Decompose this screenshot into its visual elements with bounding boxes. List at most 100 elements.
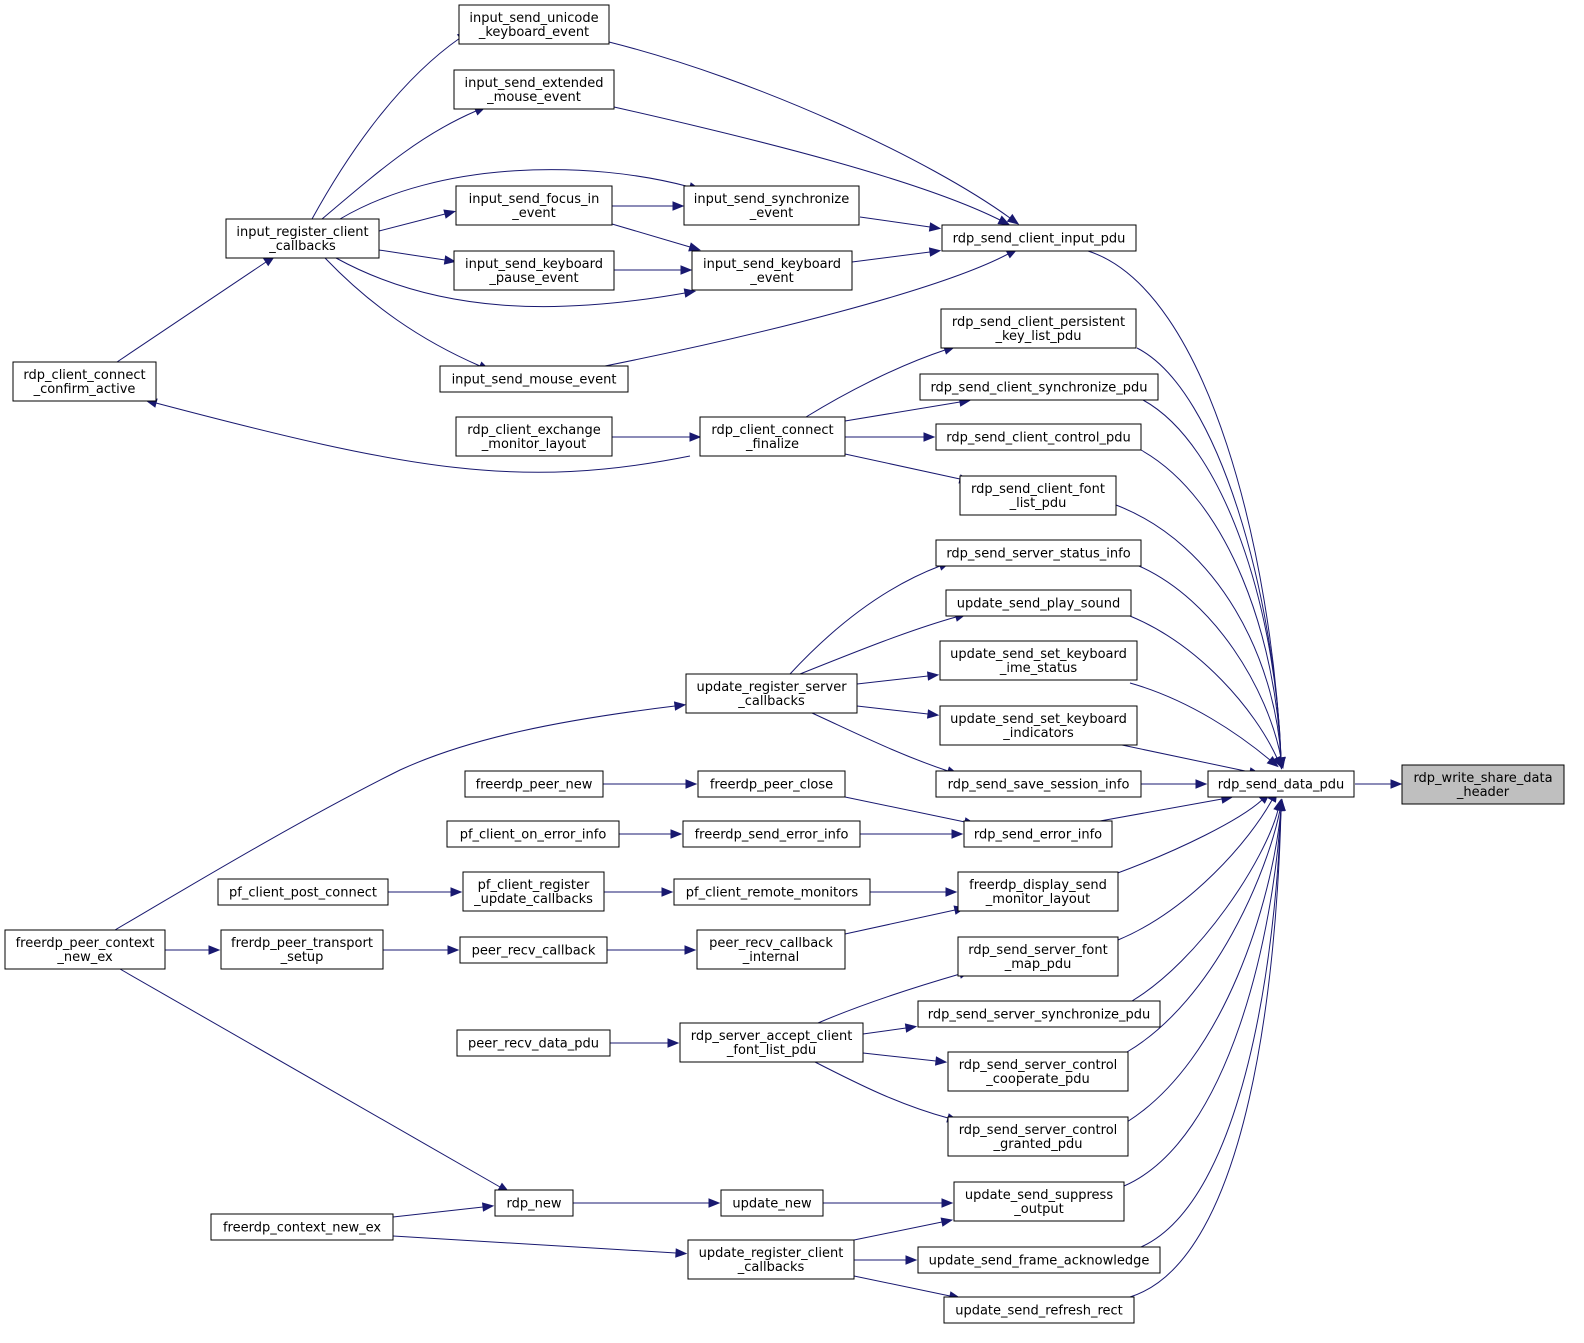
edge-connect_finalize-to-client_font_list (844, 453, 972, 484)
node-peer-recv-cb[interactable]: peer_recv_callback (459, 936, 608, 964)
edge-suppress_output-to-send_data_pdu (1123, 798, 1286, 1187)
node-ctx-new-ex[interactable]: freerdp_context_new_ex (210, 1213, 394, 1241)
node-suppress-output[interactable]: update_send_suppress_output (953, 1181, 1125, 1222)
node-peer-new[interactable]: freerdp_peer_new (464, 770, 604, 798)
node-label-line: rdp_send_server_status_info (946, 547, 1130, 562)
node-label-line: pf_client_register (478, 878, 590, 893)
node-pf-on-error[interactable]: pf_client_on_error_info (446, 820, 620, 848)
edge-sync_event-to-send_client_input_pdu (859, 216, 942, 232)
node-label-line: frerdp_peer_transport (231, 936, 373, 951)
edge-kbd_event-to-send_client_input_pdu (851, 247, 942, 263)
edge-update_reg_server-to-save_session (811, 712, 959, 776)
node-kbd-pause[interactable]: input_send_keyboard_pause_event (453, 250, 615, 291)
node-update-reg-server[interactable]: update_register_server_callbacks (685, 673, 858, 714)
node-label-line: _setup (280, 950, 324, 965)
node-label-line: rdp_send_client_control_pdu (946, 431, 1130, 446)
node-sync-event[interactable]: input_send_synchronize_event (683, 185, 860, 226)
node-root[interactable]: rdp_write_share_data_header (1401, 764, 1565, 805)
node-exchange-monitor[interactable]: rdp_client_exchange_monitor_layout (455, 416, 613, 457)
node-server-ctrl-granted[interactable]: rdp_send_server_control_granted_pdu (947, 1116, 1129, 1157)
edge-peer_close-to-send_error_info (844, 796, 977, 827)
node-update-new[interactable]: update_new (720, 1189, 824, 1217)
node-label-line: input_send_extended (464, 76, 603, 91)
node-pf-remote-monitors[interactable]: pf_client_remote_monitors (673, 878, 871, 906)
node-client-control-pdu[interactable]: rdp_send_client_control_pdu (935, 423, 1142, 451)
node-kbd-ind[interactable]: update_send_set_keyboard_indicators (939, 705, 1138, 746)
edge-server_sync_pdu-to-send_data_pdu (1131, 799, 1283, 1002)
edge-pf_post_connect-to-pf_reg_update (388, 887, 463, 897)
node-persistent-key[interactable]: rdp_send_client_persistent_key_list_pdu (940, 308, 1137, 349)
node-peer-close[interactable]: freerdp_peer_close (697, 770, 846, 798)
node-input-register[interactable]: input_register_client_callbacks (225, 218, 380, 259)
node-label-line: update_send_play_sound (957, 597, 1121, 612)
node-label-line: _font_list_pdu (726, 1043, 816, 1058)
node-server-sync-pdu[interactable]: rdp_send_server_synchronize_pdu (917, 1000, 1161, 1028)
node-label-line: _pause_event (488, 271, 578, 286)
edge-focus_in-to-kbd_event (611, 223, 701, 252)
node-confirm-active[interactable]: rdp_client_connect_confirm_active (12, 361, 157, 402)
node-transport-setup[interactable]: frerdp_peer_transport_setup (220, 929, 384, 970)
node-peer-recv-internal[interactable]: peer_recv_callback_internal (696, 929, 846, 970)
node-play-sound[interactable]: update_send_play_sound (945, 589, 1132, 617)
node-client-sync-pdu[interactable]: rdp_send_client_synchronize_pdu (919, 373, 1159, 401)
node-pf-reg-update[interactable]: pf_client_register_update_callbacks (462, 871, 605, 912)
node-label-line: input_send_keyboard (703, 257, 841, 272)
node-label-line: rdp_send_save_session_info (948, 778, 1130, 793)
node-label-line: rdp_client_connect (711, 423, 833, 438)
node-server-font-map[interactable]: rdp_send_server_font_map_pdu (957, 936, 1119, 977)
node-send-client-input-pdu[interactable]: rdp_send_client_input_pdu (941, 224, 1137, 252)
edge-peer_new-to-peer_close (603, 779, 698, 789)
node-send-error-info[interactable]: rdp_send_error_info (963, 820, 1113, 848)
node-label-line: _key_list_pdu (994, 329, 1081, 344)
node-server-ctrl-coop[interactable]: rdp_send_server_control_cooperate_pdu (947, 1051, 1129, 1092)
edge-input_register-to-unicode_kbd (311, 31, 470, 220)
node-label-line: peer_recv_callback (472, 944, 596, 959)
node-label-line: freerdp_display_send (969, 878, 1107, 893)
node-kbd-event[interactable]: input_send_keyboard_event (691, 250, 853, 291)
node-connect-finalize[interactable]: rdp_client_connect_finalize (699, 416, 846, 457)
node-pf-post-connect[interactable]: pf_client_post_connect (217, 878, 389, 906)
node-mouse-event[interactable]: input_send_mouse_event (439, 365, 629, 393)
node-focus-in[interactable]: input_send_focus_in_event (455, 185, 613, 226)
node-peer-recv-data[interactable]: peer_recv_data_pdu (456, 1029, 611, 1057)
node-label-line: _mouse_event (486, 90, 581, 105)
node-ext-mouse[interactable]: input_send_extended_mouse_event (453, 69, 615, 110)
edge-accept_font_list-to-server_sync_pdu (862, 1023, 918, 1035)
node-freerdp-send-error[interactable]: freerdp_send_error_info (682, 820, 861, 848)
node-send-data-pdu[interactable]: rdp_send_data_pdu (1207, 770, 1355, 798)
edge-freerdp_send_error-to-send_error_info (860, 829, 964, 839)
edge-ext_mouse-to-send_client_input_pdu (613, 106, 1011, 226)
node-peer-ctx-new[interactable]: freerdp_peer_context_new_ex (4, 929, 166, 970)
node-kbd-ime[interactable]: update_send_set_keyboard_ime_status (939, 640, 1138, 681)
edge-save_session-to-send_data_pdu (1141, 779, 1208, 789)
node-label-line: _callbacks (737, 694, 805, 709)
node-label-line: rdp_client_connect (23, 368, 145, 383)
node-label-line: rdp_send_data_pdu (1218, 778, 1344, 793)
node-label-line: _monitor_layout (481, 437, 586, 452)
node-update-reg-client[interactable]: update_register_client_callbacks (687, 1239, 855, 1280)
edge-accept_font_list-to-server_ctrl_granted (814, 1061, 959, 1123)
edge-send_data_pdu-to-root (1355, 779, 1403, 789)
edge-input_register-to-kbd_event (335, 257, 697, 308)
node-label-line: update_register_server (696, 680, 847, 695)
node-server-status-info[interactable]: rdp_send_server_status_info (935, 539, 1142, 567)
node-client-font-list[interactable]: rdp_send_client_font_list_pdu (959, 475, 1117, 516)
node-display-monitor[interactable]: freerdp_display_send_monitor_layout (957, 871, 1119, 912)
node-label-line: pf_client_post_connect (229, 886, 377, 901)
edge-kbd_pause-to-kbd_event (614, 265, 693, 275)
node-label-line: update_send_frame_acknowledge (929, 1254, 1150, 1269)
node-label-line: peer_recv_data_pdu (468, 1037, 599, 1052)
edge-peer_ctx_new-to-rdp_new (119, 968, 510, 1193)
node-frame-ack[interactable]: update_send_frame_acknowledge (917, 1246, 1161, 1274)
edge-peer_ctx_new-to-transport_setup (165, 945, 221, 955)
node-label-line: rdp_new (507, 1197, 562, 1212)
node-unicode-kbd[interactable]: input_send_unicode_keyboard_event (458, 4, 610, 45)
node-rdp-new[interactable]: rdp_new (494, 1189, 574, 1217)
node-label-line: rdp_send_client_font (971, 482, 1105, 497)
node-refresh-rect[interactable]: update_send_refresh_rect (943, 1296, 1135, 1324)
node-save-session[interactable]: rdp_send_save_session_info (935, 770, 1142, 798)
nodes: rdp_write_share_data_header rdp_send_data… (4, 4, 1565, 1324)
node-label-line: input_send_unicode (469, 11, 598, 26)
node-accept-font-list[interactable]: rdp_server_accept_client_font_list_pdu (679, 1022, 864, 1063)
